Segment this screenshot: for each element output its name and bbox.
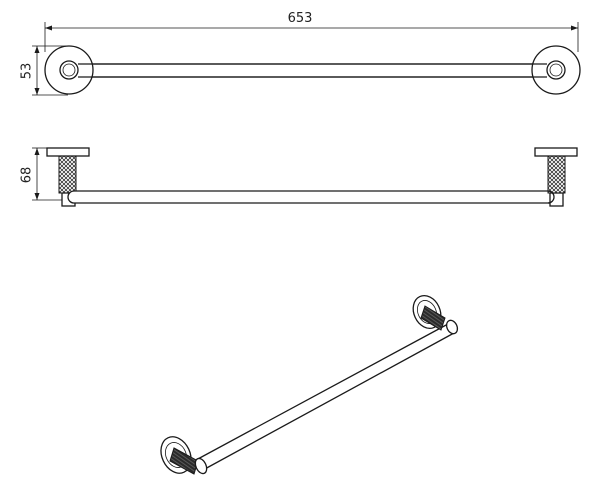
side-height-label: 68 bbox=[20, 167, 35, 184]
top-view: 653 53 bbox=[20, 11, 581, 96]
top-height-label: 53 bbox=[20, 63, 35, 80]
top-height-dimension: 53 bbox=[20, 45, 68, 96]
right-rosette-iso bbox=[412, 294, 459, 335]
length-dimension: 653 bbox=[44, 11, 579, 52]
top-bar bbox=[69, 63, 556, 78]
side-view: 68 bbox=[20, 147, 578, 207]
side-bar bbox=[67, 190, 555, 204]
right-rosette-top bbox=[531, 45, 581, 95]
right-mount-side bbox=[534, 147, 578, 207]
isometric-view bbox=[160, 294, 459, 475]
length-label: 653 bbox=[288, 11, 313, 26]
left-rosette-iso bbox=[160, 436, 208, 475]
side-height-dimension: 68 bbox=[20, 147, 66, 201]
left-rosette-top bbox=[44, 45, 94, 95]
